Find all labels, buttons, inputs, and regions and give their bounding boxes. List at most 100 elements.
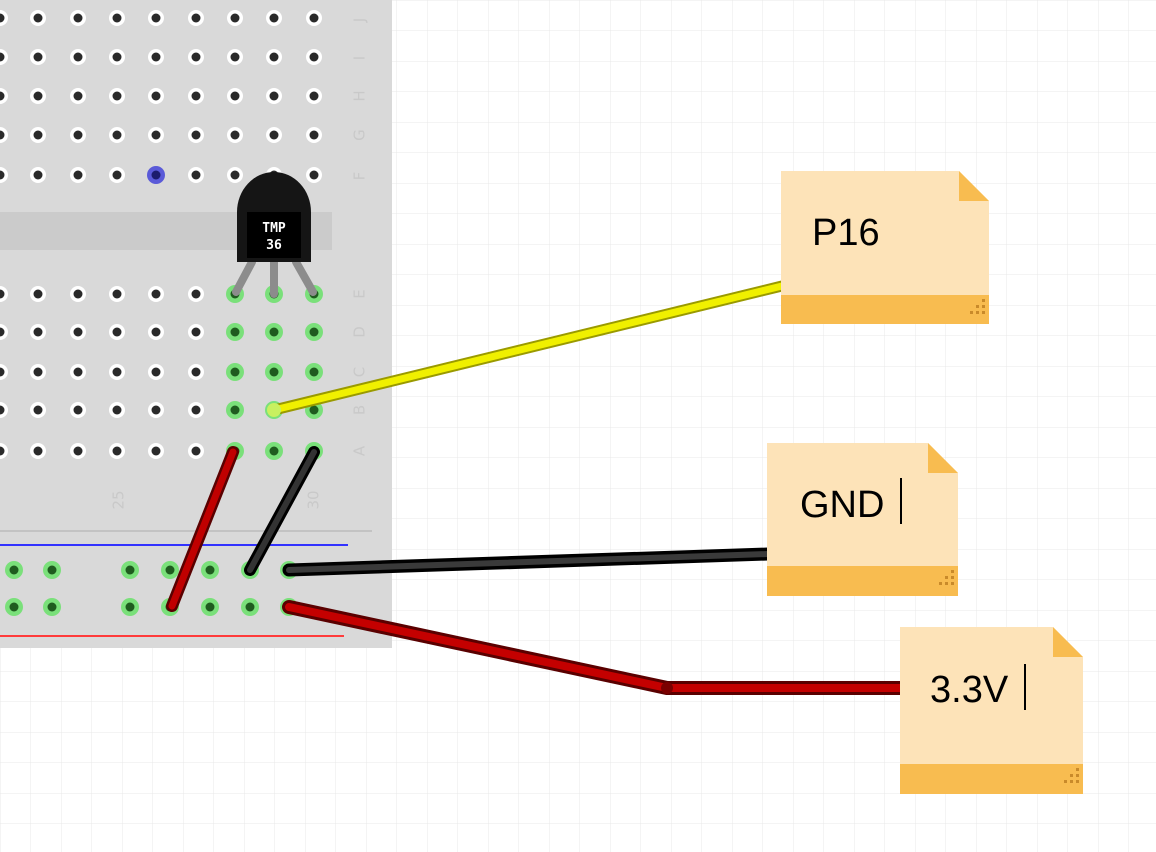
rail-hole[interactable] xyxy=(125,602,135,612)
breadboard-hole[interactable] xyxy=(151,13,161,23)
breadboard-hole[interactable] xyxy=(309,327,319,337)
breadboard-hole[interactable] xyxy=(269,446,279,456)
breadboard-hole[interactable] xyxy=(309,130,319,140)
breadboard-hole[interactable] xyxy=(112,327,122,337)
breadboard-hole[interactable] xyxy=(191,52,201,62)
breadboard-hole[interactable] xyxy=(0,52,5,62)
breadboard-hole[interactable] xyxy=(230,367,240,377)
breadboard-hole[interactable] xyxy=(191,13,201,23)
holes-power-rail[interactable] xyxy=(5,561,298,616)
breadboard-hole[interactable] xyxy=(33,289,43,299)
breadboard-hole[interactable] xyxy=(151,405,161,415)
holes-top-section[interactable] xyxy=(0,10,322,184)
breadboard-hole[interactable] xyxy=(112,130,122,140)
breadboard-hole[interactable] xyxy=(309,405,319,415)
breadboard-hole[interactable] xyxy=(191,289,201,299)
breadboard-hole[interactable] xyxy=(269,130,279,140)
breadboard-hole[interactable] xyxy=(0,170,5,180)
breadboard-hole[interactable] xyxy=(0,289,5,299)
rail-hole[interactable] xyxy=(47,565,57,575)
breadboard-hole[interactable] xyxy=(0,446,5,456)
breadboard-hole[interactable] xyxy=(309,52,319,62)
note-3v3-text[interactable]: 3.3V xyxy=(930,669,1009,711)
rail-hole[interactable] xyxy=(47,602,57,612)
breadboard-hole[interactable] xyxy=(73,91,83,101)
rail-hole[interactable] xyxy=(165,565,175,575)
breadboard[interactable]: J I H G F E D C B A 25 30 xyxy=(0,0,392,648)
breadboard-hole[interactable] xyxy=(33,130,43,140)
breadboard-hole[interactable] xyxy=(33,170,43,180)
breadboard-hole[interactable] xyxy=(230,405,240,415)
breadboard-hole[interactable] xyxy=(269,52,279,62)
breadboard-hole[interactable] xyxy=(33,327,43,337)
note-gnd[interactable]: GND xyxy=(767,443,958,596)
note-3v3-resize-grip[interactable] xyxy=(1064,768,1079,783)
breadboard-hole[interactable] xyxy=(73,405,83,415)
note-p16-resize-grip[interactable] xyxy=(970,299,985,314)
black-jumper-wire[interactable] xyxy=(244,446,320,576)
breadboard-hole[interactable] xyxy=(230,91,240,101)
yellow-signal-wire[interactable] xyxy=(267,280,788,417)
breadboard-hole[interactable] xyxy=(0,367,5,377)
breadboard-hole[interactable] xyxy=(73,52,83,62)
note-gnd-resize-grip[interactable] xyxy=(939,570,954,585)
breadboard-hole[interactable] xyxy=(73,170,83,180)
breadboard-hole[interactable] xyxy=(191,327,201,337)
rail-hole[interactable] xyxy=(205,602,215,612)
breadboard-hole[interactable] xyxy=(191,130,201,140)
tmp36-sensor[interactable]: TMP 36 xyxy=(232,172,317,298)
rail-hole[interactable] xyxy=(9,602,19,612)
breadboard-hole[interactable] xyxy=(191,170,201,180)
breadboard-hole[interactable] xyxy=(191,446,201,456)
breadboard-hole[interactable] xyxy=(73,130,83,140)
breadboard-hole[interactable] xyxy=(151,367,161,377)
breadboard-hole[interactable] xyxy=(112,367,122,377)
rail-hole[interactable] xyxy=(9,565,19,575)
breadboard-hole[interactable] xyxy=(73,327,83,337)
breadboard-hole[interactable] xyxy=(33,52,43,62)
breadboard-hole[interactable] xyxy=(0,91,5,101)
breadboard-hole[interactable] xyxy=(0,13,5,23)
breadboard-hole[interactable] xyxy=(0,327,5,337)
breadboard-hole[interactable] xyxy=(269,91,279,101)
breadboard-hole[interactable] xyxy=(151,446,161,456)
breadboard-hole[interactable] xyxy=(191,405,201,415)
note-3v3[interactable]: 3.3V xyxy=(900,627,1083,794)
breadboard-hole[interactable] xyxy=(112,52,122,62)
breadboard-hole[interactable] xyxy=(151,327,161,337)
breadboard-hole[interactable] xyxy=(151,91,161,101)
breadboard-hole[interactable] xyxy=(73,446,83,456)
red-jumper-wire[interactable] xyxy=(166,446,239,612)
note-gnd-text[interactable]: GND xyxy=(800,484,884,526)
breadboard-hole[interactable] xyxy=(309,367,319,377)
breadboard-hole[interactable] xyxy=(73,289,83,299)
breadboard-hole[interactable] xyxy=(73,367,83,377)
breadboard-hole[interactable] xyxy=(309,13,319,23)
note-p16-text[interactable]: P16 xyxy=(812,212,880,254)
breadboard-hole[interactable] xyxy=(151,52,161,62)
breadboard-hole[interactable] xyxy=(33,91,43,101)
breadboard-hole[interactable] xyxy=(112,446,122,456)
breadboard-hole[interactable] xyxy=(191,91,201,101)
breadboard-hole[interactable] xyxy=(33,13,43,23)
breadboard-hole[interactable] xyxy=(309,91,319,101)
breadboard-hole[interactable] xyxy=(191,367,201,377)
breadboard-hole[interactable] xyxy=(269,13,279,23)
breadboard-hole[interactable] xyxy=(151,130,161,140)
rail-hole[interactable] xyxy=(125,565,135,575)
breadboard-hole[interactable] xyxy=(33,405,43,415)
black-gnd-wire[interactable] xyxy=(282,547,775,577)
breadboard-hole[interactable] xyxy=(112,289,122,299)
breadboard-hole[interactable] xyxy=(230,130,240,140)
breadboard-hole[interactable] xyxy=(73,13,83,23)
breadboard-hole[interactable] xyxy=(151,170,161,180)
breadboard-hole[interactable] xyxy=(112,91,122,101)
red-power-wire[interactable] xyxy=(282,600,909,695)
breadboard-hole[interactable] xyxy=(112,170,122,180)
note-p16[interactable]: P16 xyxy=(781,171,989,324)
breadboard-hole[interactable] xyxy=(230,13,240,23)
breadboard-hole[interactable] xyxy=(33,367,43,377)
power-wire-bendpoint[interactable] xyxy=(661,682,673,694)
breadboard-hole[interactable] xyxy=(309,170,319,180)
